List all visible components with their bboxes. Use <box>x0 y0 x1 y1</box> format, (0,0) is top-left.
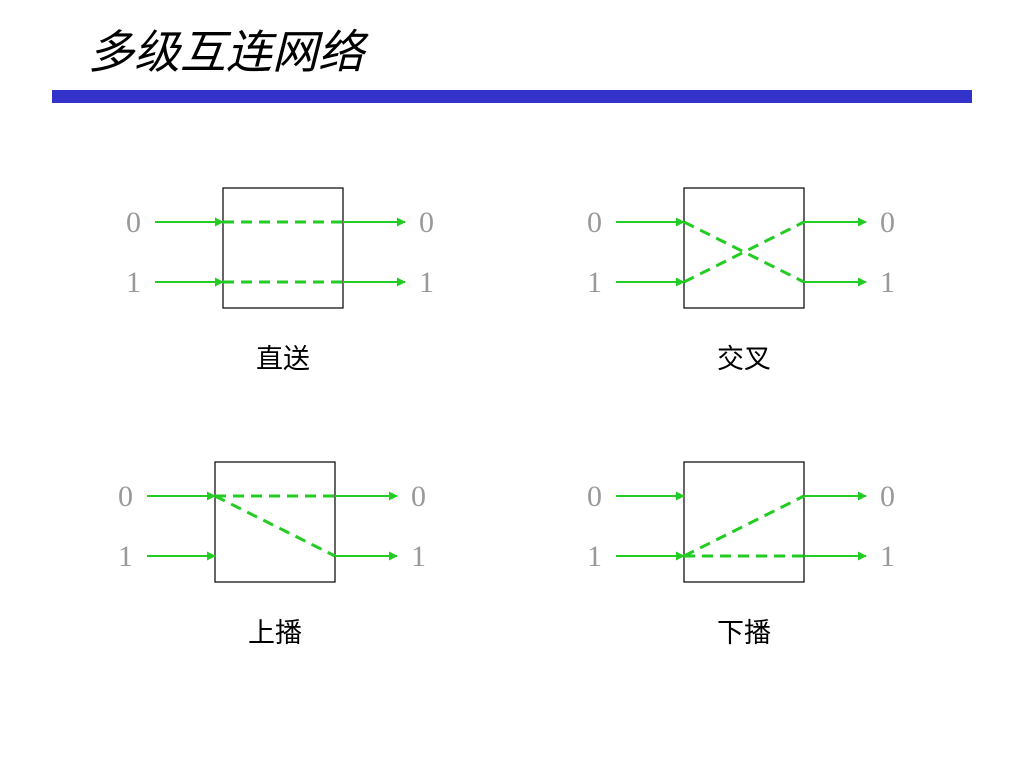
input-port-label-1: 1 <box>587 266 602 299</box>
input-port-label-0: 0 <box>126 206 141 239</box>
connection-0-to-1 <box>214 494 336 558</box>
input-port-label-1: 1 <box>126 266 141 299</box>
switch-box <box>222 187 344 309</box>
title-rule <box>52 90 972 103</box>
caption-lower-broadcast: 下播 <box>717 618 771 649</box>
input-port-label-1: 1 <box>118 540 133 573</box>
output-port-label-0: 0 <box>419 206 434 239</box>
slide-title: 多级互连网络 <box>88 25 364 79</box>
switch-panel-straight: 0 0 1 1 直送 <box>126 187 434 375</box>
output-port-label-0: 0 <box>411 480 426 513</box>
output-port-label-1: 1 <box>419 266 434 299</box>
input-port-label-0: 0 <box>587 206 602 239</box>
connection-1-to-0 <box>683 494 805 558</box>
input-port-label-0: 0 <box>587 480 602 513</box>
input-port-label-1: 1 <box>587 540 602 573</box>
caption-exchange: 交叉 <box>717 344 771 375</box>
output-port-label-1: 1 <box>880 266 895 299</box>
caption-straight: 直送 <box>256 344 310 375</box>
connection-0-to-1 <box>683 220 805 284</box>
input-port-label-0: 0 <box>118 480 133 513</box>
switch-box <box>683 187 805 309</box>
output-port-label-0: 0 <box>880 206 895 239</box>
switch-panel-upper-broadcast: 0 0 1 1 上播 <box>118 461 426 649</box>
output-port-label-1: 1 <box>880 540 895 573</box>
connection-1-to-0 <box>683 220 805 284</box>
caption-upper-broadcast: 上播 <box>248 618 302 649</box>
switch-box <box>683 461 805 583</box>
output-port-label-1: 1 <box>411 540 426 573</box>
switch-panel-exchange: 0 0 1 1 交叉 <box>587 187 895 375</box>
switch-panel-lower-broadcast: 0 0 1 1 下播 <box>587 461 895 649</box>
output-port-label-0: 0 <box>880 480 895 513</box>
switch-box <box>214 461 336 583</box>
